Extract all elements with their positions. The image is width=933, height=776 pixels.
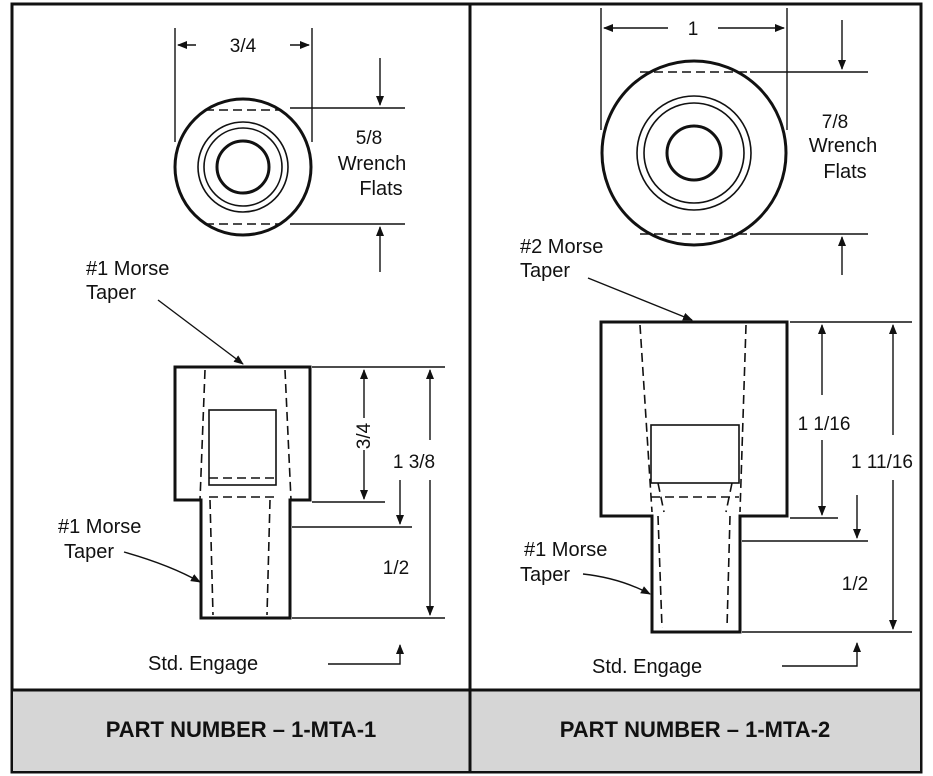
right-panel: 1 7/8 Wrench Flats #2 Morse Taper (520, 8, 913, 742)
left-lower-leader (123, 551, 201, 583)
left-overall-dim: 1 3/8 (393, 452, 435, 473)
left-flats-label-1: Wrench (338, 153, 407, 175)
left-shank-dim: 1/2 (383, 558, 409, 579)
left-body-dim: 3/4 (354, 422, 375, 449)
left-upper-callout-2: Taper (86, 282, 136, 304)
right-lower-callout-1: #1 Morse (524, 539, 607, 561)
footer-band (13, 690, 920, 771)
left-flats-label-2: Flats (359, 178, 402, 200)
left-engage-label: Std. Engage (148, 653, 258, 675)
right-part-number: PART NUMBER – 1-MTA-2 (560, 717, 831, 742)
right-upper-leader (587, 277, 693, 321)
right-flats-label-1: Wrench (809, 135, 878, 157)
right-overall-dim: 1 11/16 (851, 452, 913, 473)
right-upper-callout-1: #2 Morse (520, 236, 603, 258)
left-top-view: 3/4 5/8 Wrench Flats (173, 28, 407, 272)
left-upper-callout-1: #1 Morse (86, 258, 169, 280)
right-lower-callout-2: Taper (520, 564, 570, 586)
left-lower-callout-2: Taper (64, 541, 114, 563)
right-shank-dim: 1/2 (842, 574, 868, 595)
right-upper-callout-2: Taper (520, 260, 570, 282)
right-side-view (599, 320, 789, 634)
right-flats-label-2: Flats (823, 161, 866, 183)
right-body-dim: 1 1/16 (798, 414, 851, 435)
left-top-width-dim: 3/4 (230, 36, 257, 57)
right-engage-label: Std. Engage (592, 656, 702, 678)
left-panel: 3/4 5/8 Wrench Flats #1 Morse Taper (58, 28, 445, 742)
right-top-width-dim: 1 (688, 19, 699, 40)
left-upper-leader (157, 299, 244, 365)
left-flats-dim: 5/8 (356, 128, 382, 149)
right-lower-leader (582, 573, 651, 595)
right-top-view: 1 7/8 Wrench Flats (600, 8, 878, 275)
right-flats-dim: 7/8 (822, 112, 848, 133)
left-part-number: PART NUMBER – 1-MTA-1 (106, 717, 377, 742)
left-side-view (173, 365, 312, 620)
left-lower-callout-1: #1 Morse (58, 516, 141, 538)
outer-frame (10, 2, 923, 774)
